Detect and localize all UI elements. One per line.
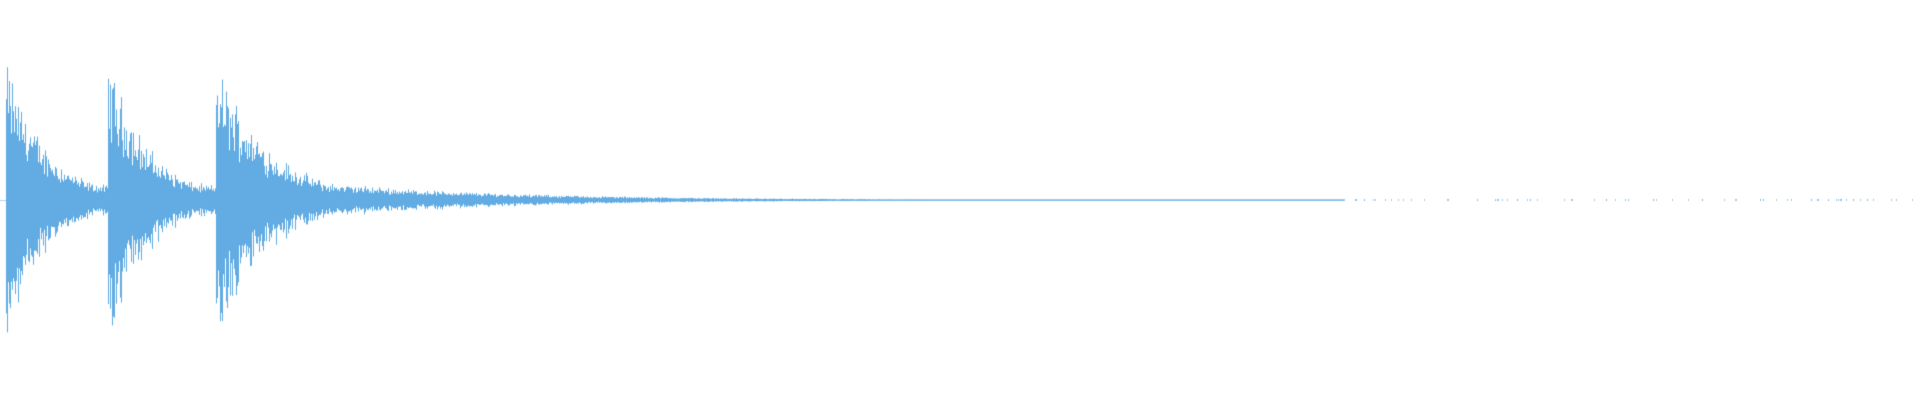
waveform-view[interactable] [0, 0, 1920, 400]
audio-waveform[interactable] [0, 0, 1920, 400]
